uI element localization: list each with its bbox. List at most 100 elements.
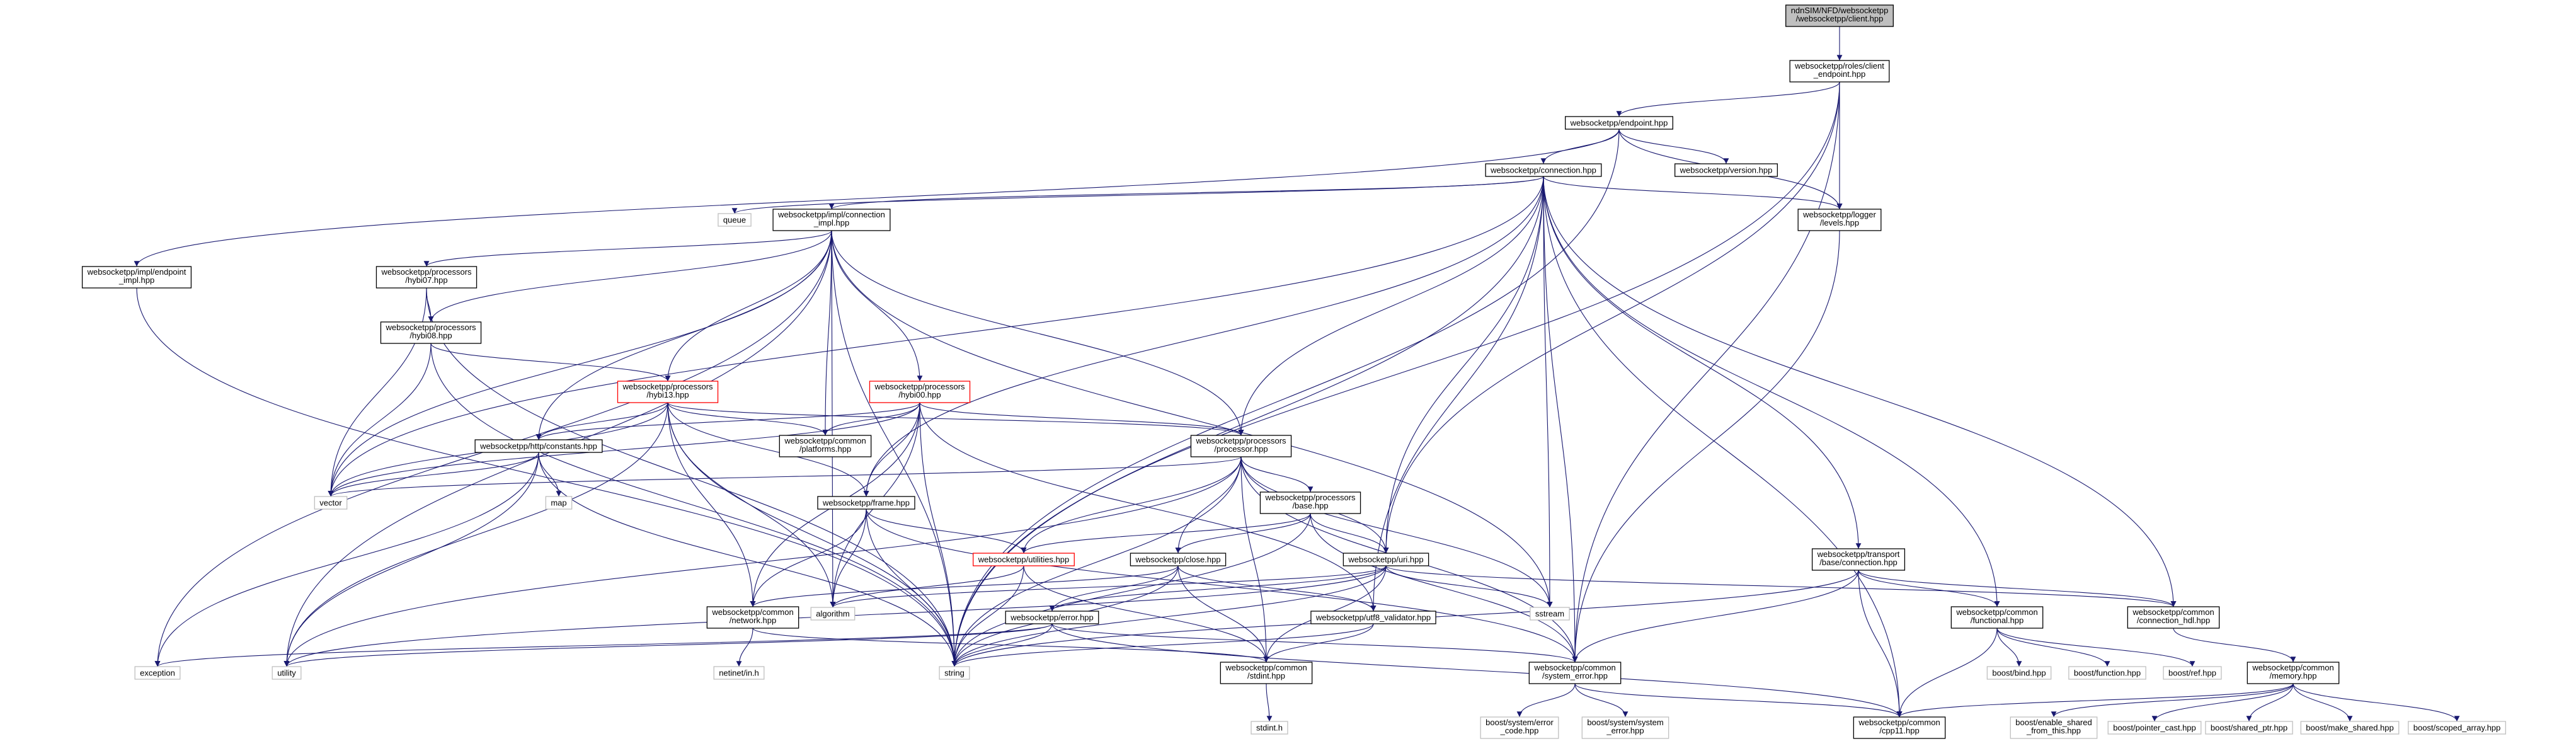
node-version[interactable]: websocketpp/version.hpp: [1674, 163, 1778, 177]
node-label-line: boost/shared_ptr.hpp: [2211, 723, 2287, 733]
node-box: [1485, 163, 1602, 177]
edge-common_stdint-to-stdint_h: [1266, 683, 1273, 722]
dependency-edge: [1896, 683, 2294, 718]
node-base[interactable]: websocketpp/processors/base.hpp: [1259, 491, 1361, 514]
node-label-line: websocketpp/common: [2132, 607, 2214, 617]
node-box: [1565, 116, 1673, 130]
node-box: [1530, 607, 1570, 621]
node-common-memory[interactable]: websocketpp/common/memory.hpp: [2247, 662, 2340, 684]
edge-close-to-utf8_validator: [1177, 565, 1377, 612]
node-label-line: _code.hpp: [1500, 726, 1539, 735]
edge-error-to-common_cpp11: [1051, 623, 1903, 718]
node-label-line: websocketpp/utilities.hpp: [978, 555, 1070, 565]
node-label-line: websocketpp/processors: [381, 267, 472, 277]
node-label-line: boost/system/error: [1485, 718, 1554, 727]
node-label-line: websocketpp/close.hpp: [1135, 555, 1220, 565]
node-transport-connection[interactable]: websocketpp/transport/base/connection.hp…: [1811, 548, 1906, 571]
node-utilities[interactable]: websocketpp/utilities.hpp: [973, 553, 1075, 566]
node-box: [545, 496, 573, 510]
dependency-edge: [951, 176, 1544, 667]
edge-endpoint-to-endpoint_impl: [134, 129, 1620, 267]
node-common-stdint[interactable]: websocketpp/common/stdint.hpp: [1220, 662, 1313, 684]
node-label-line: /base/connection.hpp: [1819, 558, 1898, 567]
node-label-line: /hybi00.hpp: [898, 390, 941, 399]
edge-connection_impl-to-processor: [831, 230, 1244, 436]
dependency-edge: [134, 129, 1620, 267]
dependency-edge: [1996, 628, 2195, 667]
edge-http_constants-to-vector: [328, 452, 539, 497]
node-http-constants[interactable]: websocketpp/http/constants.hpp: [474, 439, 603, 453]
edge-frame-to-utilities: [866, 508, 1027, 554]
node-utf8-validator[interactable]: websocketpp/utf8_validator.hpp: [1310, 611, 1436, 624]
node-hybi13[interactable]: websocketpp/processors/hybi13.hpp: [617, 381, 719, 403]
node-label-line: sstream: [1535, 609, 1564, 619]
dependency-edge: [423, 230, 832, 267]
node-hybi07[interactable]: websocketpp/processors/hybi07.hpp: [375, 266, 478, 289]
node-endpoint[interactable]: websocketpp/endpoint.hpp: [1565, 116, 1673, 130]
edge-close-to-common_stdint: [1177, 565, 1269, 663]
edge-frame-to-common_system_error: [866, 508, 1578, 663]
node-boost-ref: boost/ref.hpp: [2163, 666, 2222, 680]
node-box: [134, 666, 181, 680]
node-processor[interactable]: websocketpp/processors/processor.hpp: [1190, 435, 1292, 457]
file-nodes: ndnSIM/NFD/websocketpp/websocketpp/clien…: [81, 4, 2506, 739]
node-box: [869, 381, 971, 403]
node-common-system-error[interactable]: websocketpp/common/system_error.hpp: [1528, 662, 1622, 684]
node-box: [706, 606, 799, 629]
edge-connection-to-common_system_error: [1543, 176, 1578, 663]
dependency-edge: [1574, 683, 1903, 718]
node-label-line: websocketpp/processors: [1264, 493, 1356, 502]
node-hybi00[interactable]: websocketpp/processors/hybi00.hpp: [869, 381, 971, 403]
node-logger-levels[interactable]: websocketpp/logger/levels.hpp: [1797, 209, 1882, 231]
node-box: [718, 213, 752, 227]
node-common-network[interactable]: websocketpp/common/network.hpp: [706, 606, 799, 629]
node-connection[interactable]: websocketpp/connection.hpp: [1485, 163, 1602, 177]
node-common-cpp11[interactable]: websocketpp/common/cpp11.hpp: [1853, 716, 1946, 739]
node-common-connection-hdl[interactable]: websocketpp/common/connection_hdl.hpp: [2127, 606, 2220, 629]
node-label-line: algorithm: [816, 609, 849, 619]
node-common-functional[interactable]: websocketpp/common/functional.hpp: [1950, 606, 2044, 629]
node-platforms[interactable]: websocketpp/common/platforms.hpp: [779, 435, 872, 457]
dependency-edge: [1574, 683, 1629, 718]
edge-hybi00-to-vector: [328, 402, 920, 497]
edge-hybi07-to-hybi08: [426, 287, 434, 323]
node-uri[interactable]: websocketpp/uri.hpp: [1342, 553, 1429, 566]
node-box: [1342, 553, 1429, 566]
node-frame[interactable]: websocketpp/frame.hpp: [817, 496, 915, 510]
dependency-edge: [328, 176, 1544, 497]
node-box: [2127, 606, 2220, 629]
edge-hybi08-to-hybi13: [430, 343, 671, 382]
node-label-line: websocketpp/frame.hpp: [822, 498, 910, 508]
edge-connection-to-sstream: [1543, 176, 1553, 608]
node-boost-shared-ptr: boost/shared_ptr.hpp: [2205, 721, 2293, 735]
node-close[interactable]: websocketpp/close.hpp: [1130, 553, 1227, 566]
node-boost-system-error: boost/system/system_error.hpp: [1581, 716, 1669, 739]
dependency-edge: [426, 287, 958, 667]
edge-common_network-to-common_stdint: [752, 628, 1269, 663]
node-error[interactable]: websocketpp/error.hpp: [1005, 611, 1099, 624]
edge-error-to-string: [951, 623, 1053, 667]
node-boost-function: boost/function.hpp: [2068, 666, 2146, 680]
node-endpoint-impl[interactable]: websocketpp/impl/endpoint_impl.hpp: [81, 266, 192, 289]
node-label-line: utility: [277, 669, 296, 678]
dependency-edge: [2293, 683, 2460, 722]
dependency-edge: [1051, 623, 1903, 718]
node-box: [474, 439, 603, 453]
dependency-edge: [822, 402, 920, 436]
dependency-edge: [328, 343, 432, 497]
edge-hybi13-to-http_constants: [535, 402, 668, 440]
dependency-edge: [1540, 129, 1620, 164]
node-hybi08[interactable]: websocketpp/processors/hybi08.hpp: [380, 321, 482, 344]
node-connection-impl[interactable]: websocketpp/impl/connection_impl.hpp: [772, 209, 891, 231]
edge-client_endpoint-to-uri: [1383, 81, 1840, 554]
node-box: [713, 666, 765, 680]
node-label-line: websocketpp/roles/client: [1794, 61, 1884, 71]
node-box: [1950, 606, 2044, 629]
edge-connection-to-vector: [328, 176, 1544, 497]
dependency-edge: [535, 402, 920, 440]
edge-endpoint_impl-to-string: [136, 287, 958, 667]
node-client-endpoint[interactable]: websocketpp/roles/client_endpoint.hpp: [1789, 60, 1890, 83]
node-box: [772, 209, 891, 231]
node-root[interactable]: ndnSIM/NFD/websocketpp/websocketpp/clien…: [1785, 4, 1894, 27]
node-label-line: _error.hpp: [1606, 726, 1644, 735]
